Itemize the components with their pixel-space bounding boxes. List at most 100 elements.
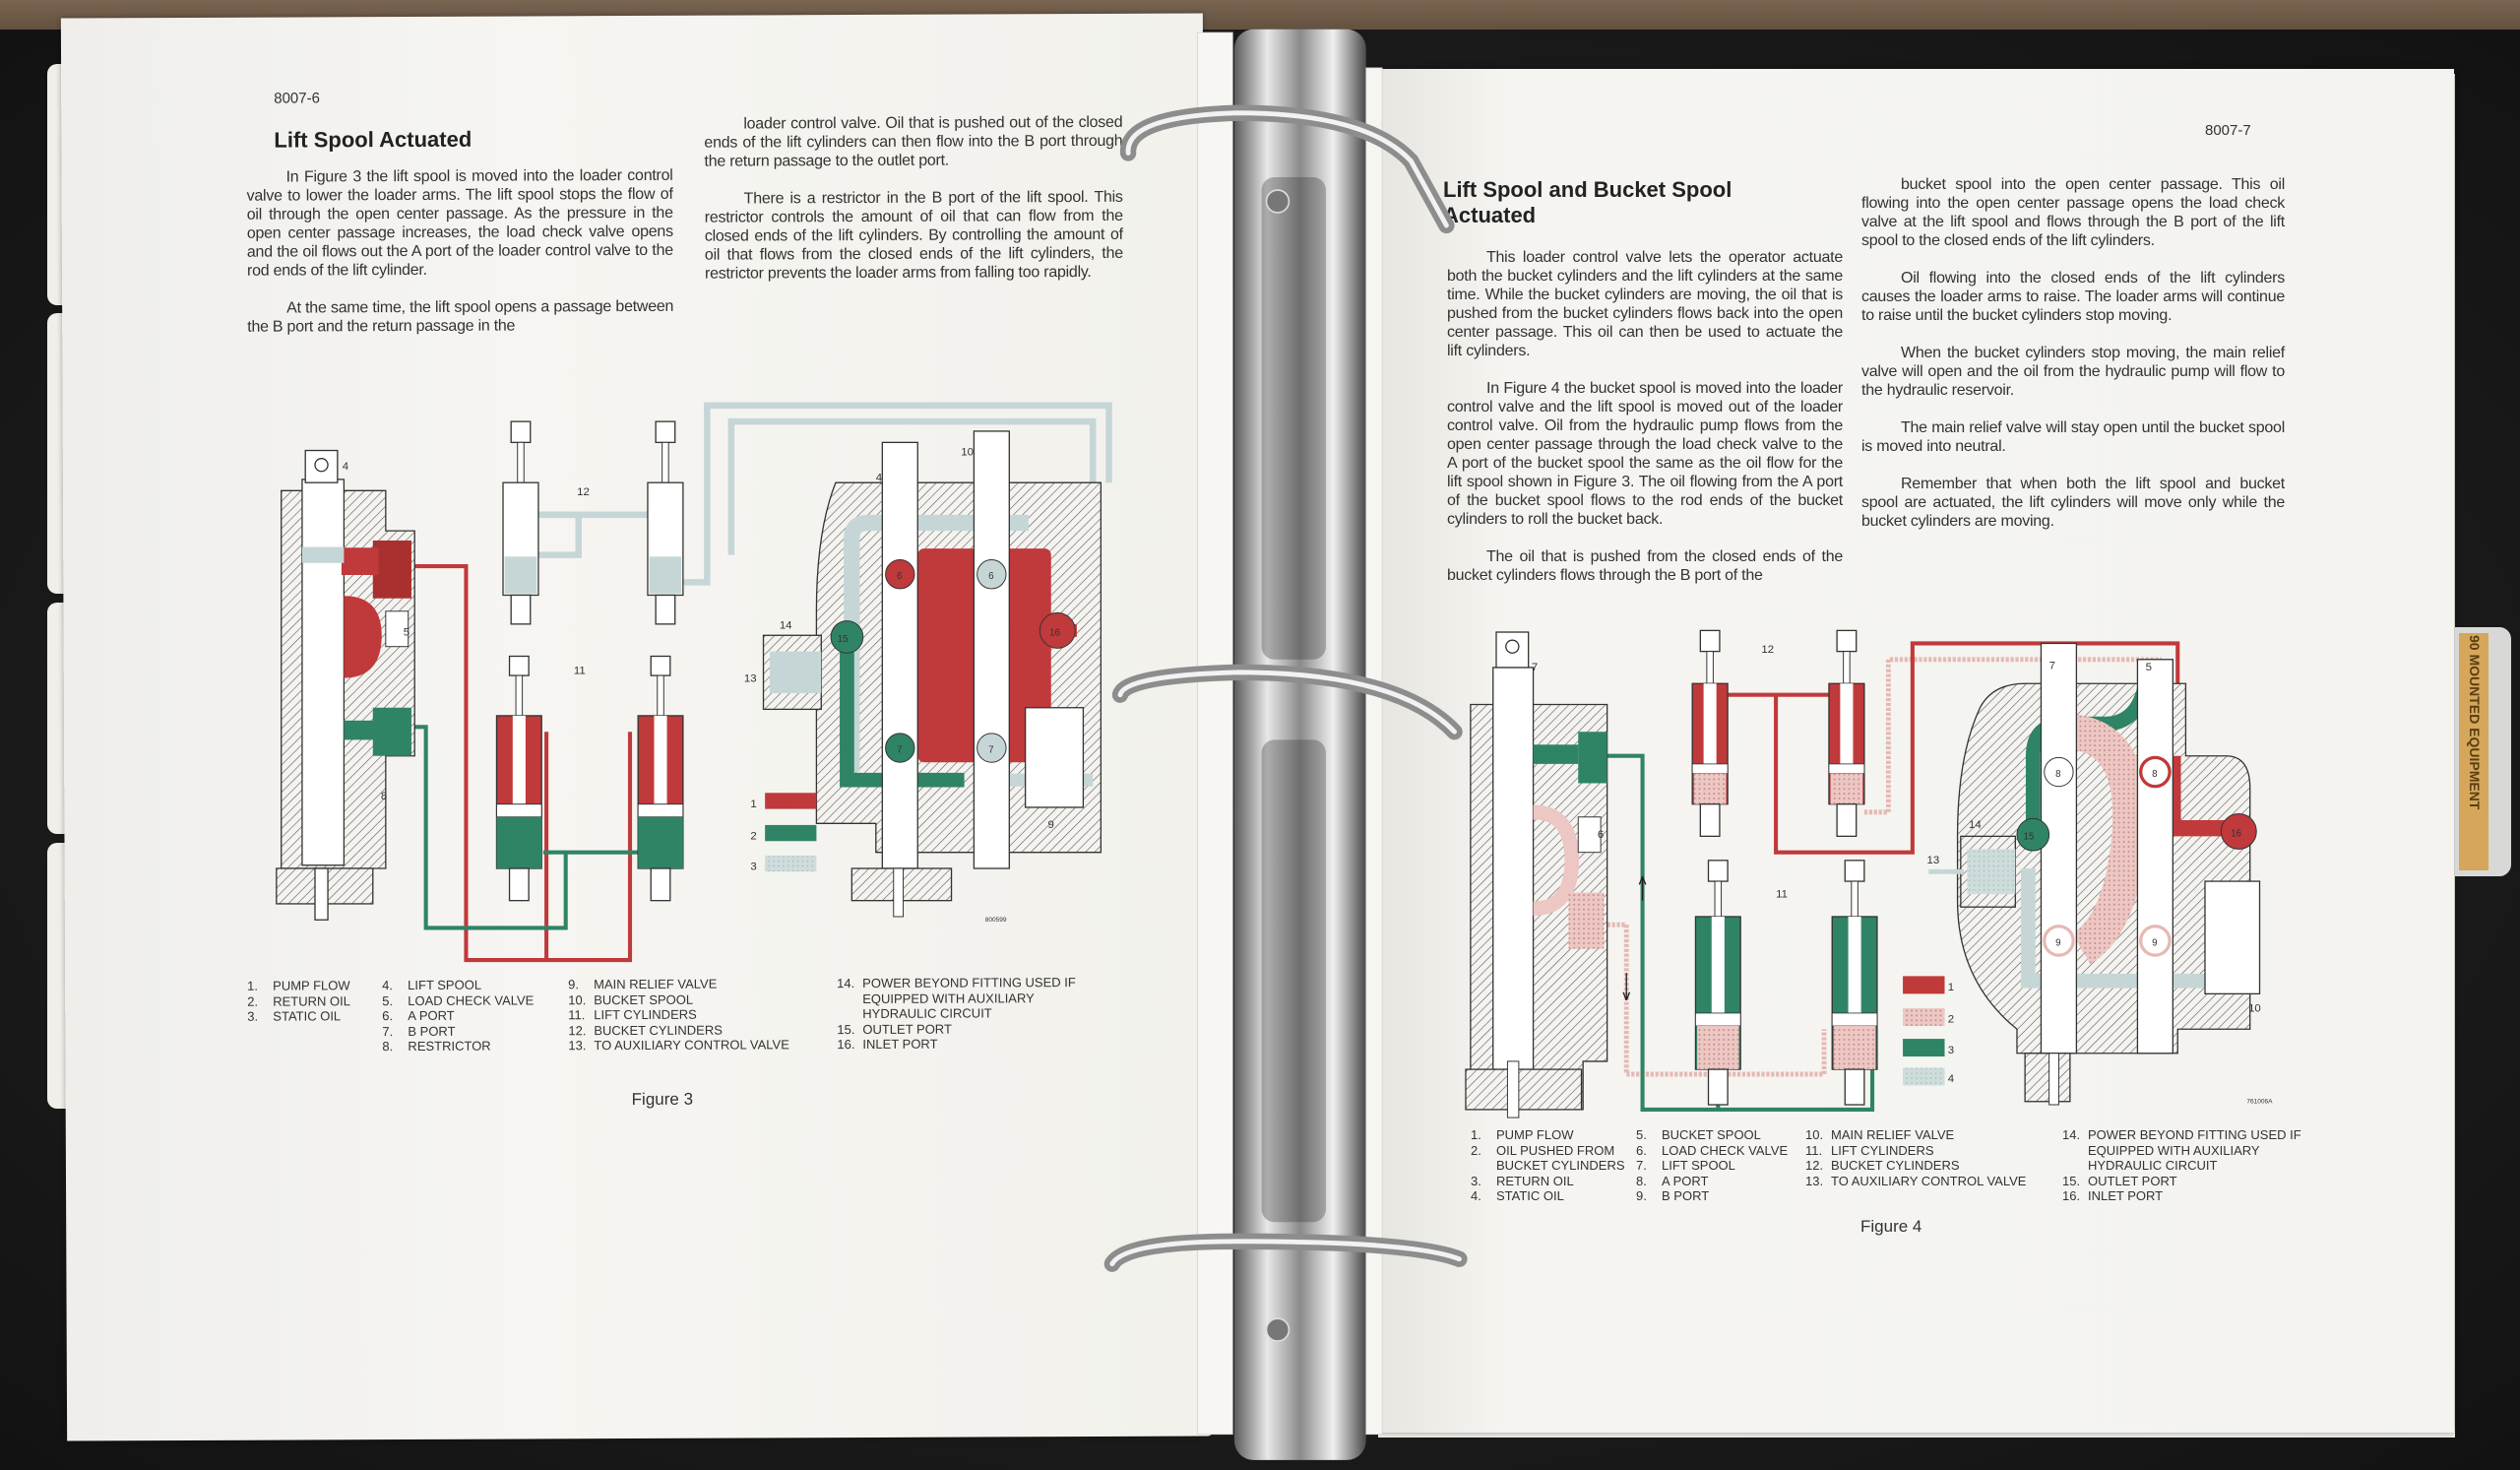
legend-item: 5. Load Check Valve [382, 992, 564, 1008]
text-column-1: In Figure 3 the lift spool is moved into… [247, 166, 674, 355]
divider-tab-mounted-equipment[interactable]: 90 MOUNTED EQUIPMENT [2455, 627, 2511, 876]
legend-item: 12.Bucket Cylinders [1805, 1158, 2061, 1174]
legend-number: 7. [1636, 1158, 1647, 1173]
paragraph: Oil flowing into the closed ends of the … [1861, 270, 2285, 324]
legend-item: 8.Restrictor [382, 1038, 564, 1054]
legend-column-1: 1.Pump Flow2.Return Oil3.Static Oil [247, 978, 375, 1024]
legend-number: 6. [382, 1008, 394, 1024]
legend-number: 15. [837, 1021, 855, 1037]
legend-label: A Port [408, 1007, 455, 1024]
legend-number: 2. [1471, 1142, 1481, 1158]
paragraph: There is a restrictor in the B port of t… [704, 188, 1123, 283]
legend-label: Return Oil [1496, 1173, 1574, 1188]
legend-item: 8. A Port [1636, 1174, 1803, 1189]
legend-item: 9.B Port [1636, 1188, 1803, 1204]
legend-item: 3. Return Oil [1471, 1174, 1633, 1189]
section-title: Lift Spool Actuated [274, 126, 472, 153]
paragraph: The oil that is pushed from the closed e… [1447, 548, 1843, 584]
legend-number: 12. [568, 1022, 587, 1038]
legend-number: 13. [1805, 1173, 1824, 1188]
legend-number: 5. [382, 992, 394, 1008]
legend-number: 8. [1636, 1173, 1647, 1188]
legend-number: 6. [1636, 1142, 1647, 1158]
legend-column-2: 4.Lift Spool5.Load Check Valve6.A Port7.… [382, 977, 564, 1054]
legend-label: To Auxiliary Control Valve [594, 1037, 789, 1054]
legend-number: 13. [568, 1038, 587, 1054]
legend-label: Pump Flow [273, 978, 350, 993]
paragraph: Remember that when both the lift spool a… [1861, 476, 2285, 530]
legend-label: Inlet Port [862, 1036, 938, 1052]
legend-column-4: 14.Power Beyond Fitting Used If Equipped… [2062, 1127, 2318, 1204]
legend-item: 13. To Auxiliary Control Valve [1805, 1174, 2061, 1189]
legend-number: 15. [2062, 1173, 2081, 1188]
legend-label: Return Oil [273, 992, 350, 1009]
legend-item: 15. Outlet Port [2062, 1174, 2318, 1189]
legend-label: Bucket Spool [594, 991, 694, 1007]
legend-number: 1. [1471, 1127, 1481, 1142]
paragraph: This loader control valve lets the opera… [1447, 249, 1843, 359]
legend-number: 11. [568, 1007, 586, 1023]
legend-label: To Auxiliary Control Valve [1831, 1173, 2027, 1188]
legend-label: Lift Cylinders [594, 1006, 697, 1023]
legend-item: 10.Main Relief Valve [1805, 1127, 2061, 1143]
legend-label: Power Beyond Fitting Used If Equipped Wi… [862, 975, 1076, 1021]
legend-number: 11. [1805, 1142, 1823, 1158]
legend-number: 8. [382, 1039, 394, 1055]
left-page: 8007-6 Lift Spool Actuated In Figure 3 t… [60, 13, 1210, 1441]
legend-label: Lift Spool [1662, 1158, 1735, 1173]
legend-number: 14. [837, 976, 855, 991]
legend-number: 7. [382, 1023, 394, 1039]
legend-label: Main Relief Valve [594, 976, 718, 992]
legend-item: 6.Load Check Valve [1636, 1143, 1803, 1159]
divider-tab-label: 90 MOUNTED EQUIPMENT [2467, 635, 2483, 810]
figure-caption: Figure 4 [1860, 1217, 1922, 1236]
legend-number: 5. [1636, 1127, 1647, 1142]
paragraph: bucket spool into the open center passag… [1861, 176, 2285, 249]
legend-column-3: 9.Main Relief Valve10.Bucket Spool11. Lif… [568, 976, 834, 1054]
legend-number: 10. [1805, 1127, 1824, 1142]
text-column-2: loader control valve. Oil that is pushed… [704, 113, 1123, 302]
legend-item: 5. Bucket Spool [1636, 1127, 1803, 1143]
paragraph: When the bucket cylinders stop moving, t… [1861, 345, 2285, 399]
legend-label: Oil Pushed From Bucket Cylinders [1496, 1142, 1625, 1174]
legend-item: 7. Lift Spool [1636, 1158, 1803, 1174]
legend-number: 12. [1805, 1158, 1824, 1173]
paragraph: In Figure 4 the bucket spool is moved in… [1447, 380, 1843, 528]
figure-caption: Figure 3 [631, 1089, 694, 1110]
legend-label: Load Check Valve [408, 991, 535, 1008]
text-column-1: This loader control valve lets the opera… [1447, 248, 1843, 604]
legend-item: 10.Bucket Spool [568, 991, 834, 1008]
legend-item: 1.Pump Flow [247, 978, 375, 993]
legend-item: 11. Lift Cylinders [1805, 1143, 2061, 1159]
legend-item: 4.Static Oil [1471, 1188, 1633, 1204]
legend-item: 7.B Port [382, 1023, 564, 1039]
legend-label: Inlet Port [2088, 1188, 2164, 1203]
legend-label: Lift Cylinders [1831, 1142, 1934, 1158]
legend-number: 3. [1471, 1173, 1481, 1188]
legend-column-2: 5. Bucket Spool6.Load Check Valve7. Lift S… [1636, 1127, 1803, 1204]
legend-item: 9.Main Relief Valve [568, 976, 834, 992]
legend-label: A Port [1662, 1173, 1709, 1188]
legend-number: 4. [382, 978, 394, 993]
paragraph: In Figure 3 the lift spool is moved into… [246, 166, 673, 280]
text-column-2: bucket spool into the open center passag… [1861, 175, 2285, 549]
legend-label: Pump Flow [1496, 1127, 1574, 1142]
legend-item: 14.Power Beyond Fitting Used If Equipped… [2062, 1127, 2318, 1174]
legend-number: 16. [2062, 1188, 2081, 1203]
legend-label: Bucket Spool [1662, 1127, 1761, 1142]
paragraph: The main relief valve will stay open unt… [1861, 419, 2285, 455]
legend-column-1: 1. Pump Flow 2. Oil Pushed From Bucket Cyli… [1471, 1127, 1633, 1204]
legend-label: Outlet Port [862, 1021, 952, 1037]
legend-label: Static Oil [1496, 1188, 1564, 1203]
paragraph: At the same time, the lift spool opens a… [247, 297, 674, 336]
legend-number: 14. [2062, 1127, 2081, 1142]
legend-column-4: 14. Power Beyond Fitting Used If Equipped… [837, 975, 1098, 1053]
legend-label: Outlet Port [2088, 1173, 2177, 1188]
legend-item: 2. Oil Pushed From Bucket Cylinders [1471, 1143, 1633, 1174]
legend-column-3: 10.Main Relief Valve11.Lift Cylinders12.… [1805, 1127, 2061, 1188]
legend-label: Lift Spool [408, 977, 482, 993]
legend-label: Static Oil [273, 1008, 342, 1024]
legend-item: 2.Return Oil [247, 993, 375, 1009]
legend-number: 16. [837, 1037, 855, 1053]
paragraph: loader control valve. Oil that is pushed… [704, 113, 1123, 170]
